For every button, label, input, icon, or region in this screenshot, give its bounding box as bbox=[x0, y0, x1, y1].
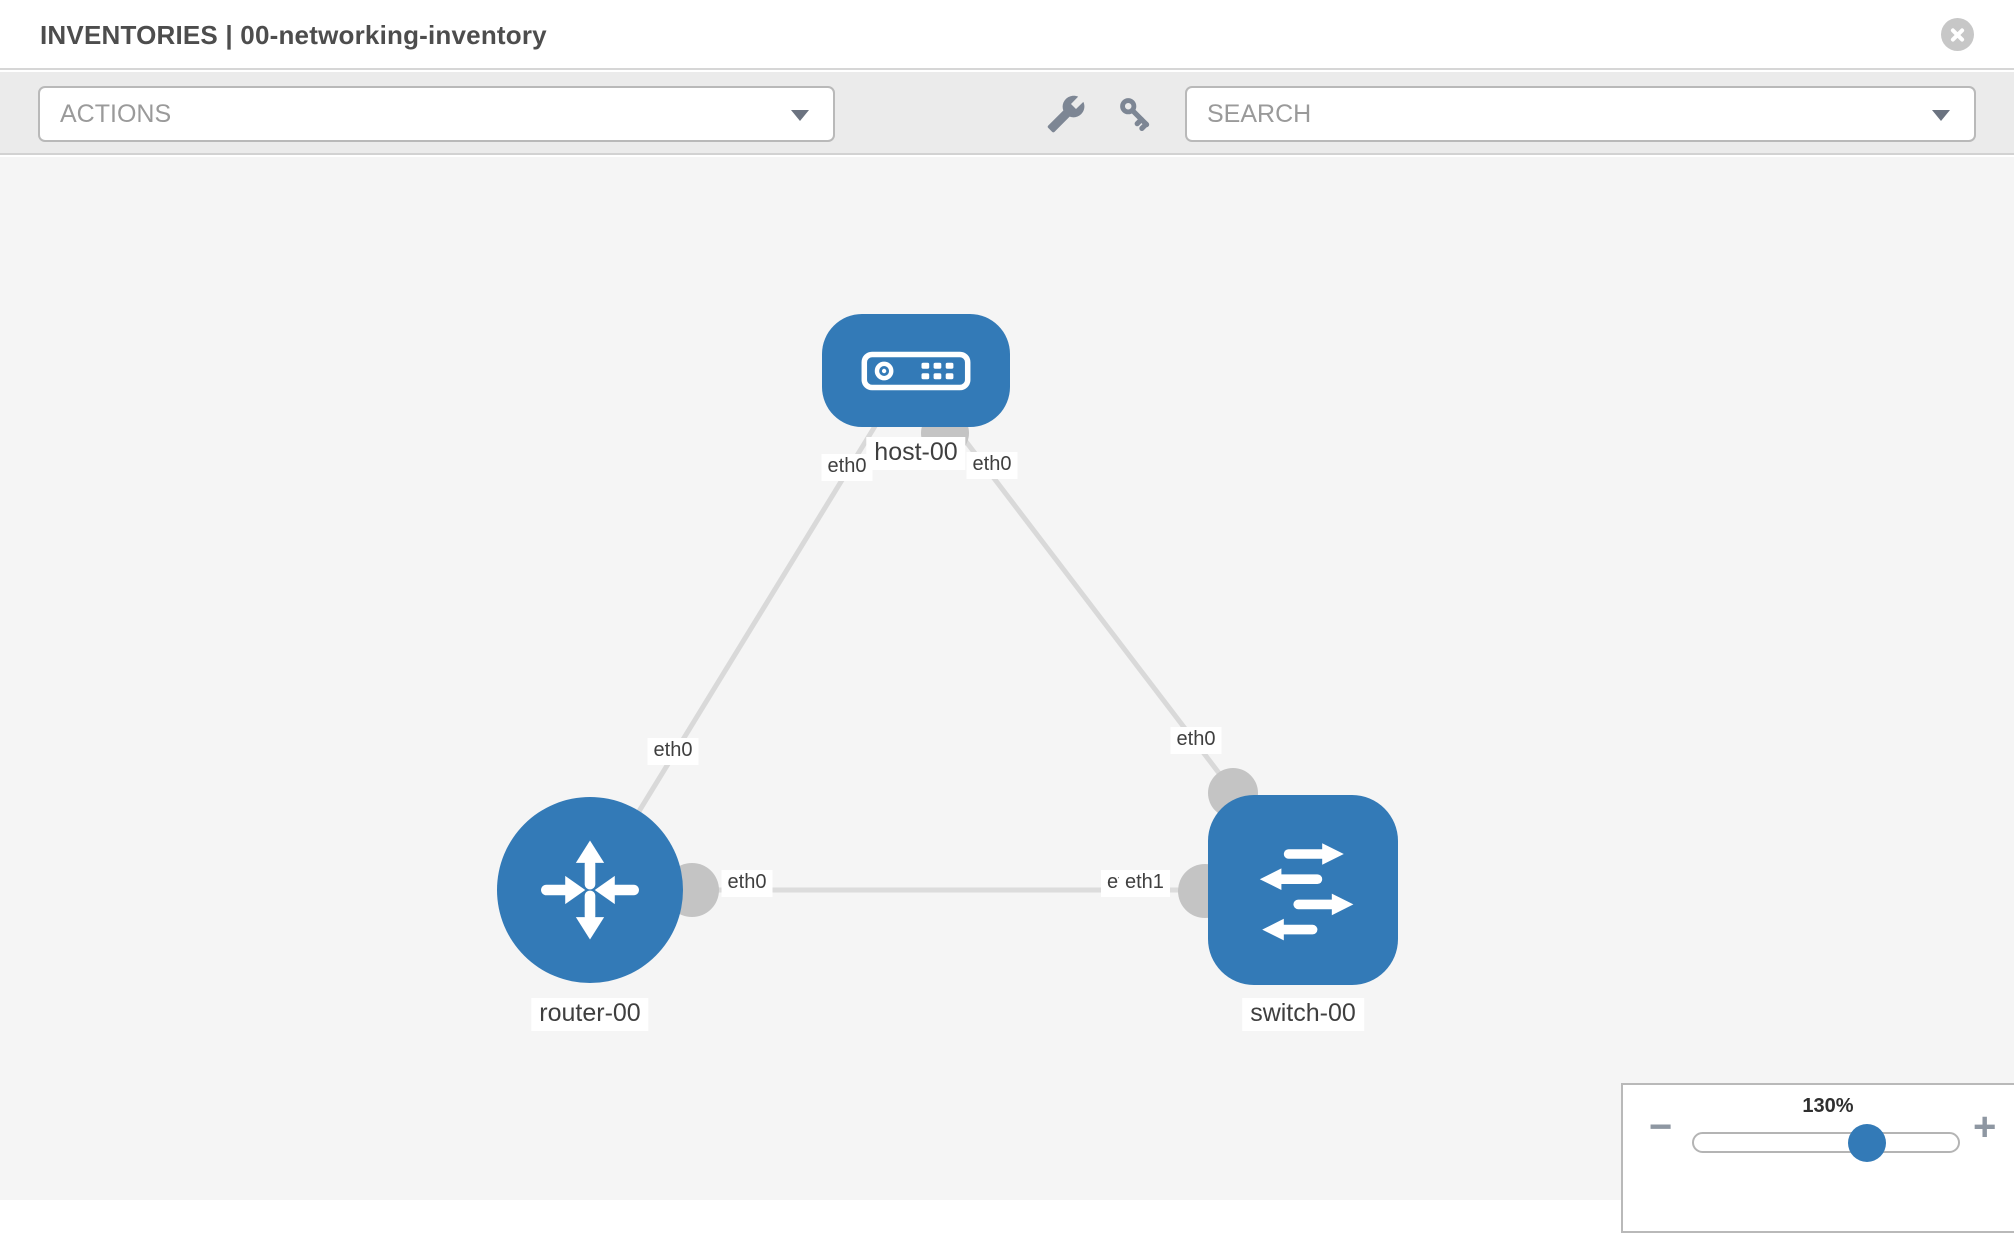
minus-icon[interactable]: − bbox=[1649, 1105, 1673, 1149]
link-layer bbox=[589, 409, 1303, 918]
zoom-panel: 130% − + bbox=[1621, 1083, 2014, 1233]
panel-header: INVENTORIES | 00-networking-inventory bbox=[0, 0, 2014, 70]
node-host-00[interactable] bbox=[822, 314, 1010, 427]
node-label-switch: switch-00 bbox=[1242, 998, 1364, 1031]
node-switch-00[interactable] bbox=[1208, 795, 1398, 985]
topology-canvas[interactable] bbox=[0, 157, 2014, 1200]
actions-dropdown[interactable]: ACTIONS bbox=[38, 86, 835, 142]
chevron-down-icon bbox=[1932, 110, 1950, 121]
switch-arrows-icon bbox=[1259, 843, 1354, 941]
host-device-icon bbox=[861, 351, 971, 390]
node-router-00[interactable] bbox=[497, 797, 683, 983]
toolbar: ACTIONS SEARCH bbox=[0, 72, 2014, 155]
wrench-icon[interactable] bbox=[1046, 94, 1086, 134]
iface-label-router-eth0: eth0 bbox=[647, 738, 699, 765]
iface-label-router-eth0: eth0 bbox=[721, 870, 773, 897]
zoom-level-label: 130% bbox=[1802, 1095, 1854, 1117]
zoom-slider-track[interactable] bbox=[1692, 1124, 1960, 1162]
iface-label-host-eth0: eth0 bbox=[966, 452, 1018, 479]
node-label-router: router-00 bbox=[531, 998, 649, 1031]
chevron-down-icon bbox=[791, 110, 809, 121]
close-icon[interactable] bbox=[1941, 18, 1974, 51]
node-label-host: host-00 bbox=[866, 437, 966, 470]
actions-dropdown-label: ACTIONS bbox=[60, 100, 172, 128]
plus-icon[interactable]: + bbox=[1973, 1105, 1997, 1149]
iface-label-switch-eth0: eth0 bbox=[1170, 727, 1222, 754]
zoom-slider-thumb[interactable] bbox=[1848, 1124, 1886, 1162]
link-host-router[interactable] bbox=[589, 416, 883, 890]
iface-label-switch-eth1: eth1 bbox=[1119, 870, 1170, 897]
search-input[interactable]: SEARCH bbox=[1185, 86, 1976, 142]
iface-label-host-eth0: eth0 bbox=[821, 454, 873, 481]
router-arrows-icon bbox=[541, 840, 639, 940]
search-placeholder: SEARCH bbox=[1207, 100, 1312, 128]
page-title: INVENTORIES | 00-networking-inventory bbox=[40, 20, 547, 50]
key-icon[interactable] bbox=[1116, 94, 1156, 134]
